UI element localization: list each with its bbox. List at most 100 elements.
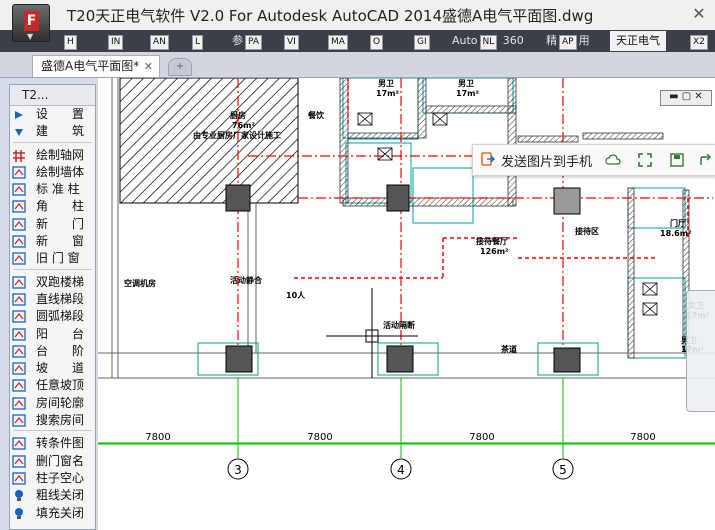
window-close-button[interactable]: ✕ bbox=[692, 4, 706, 23]
palette-item[interactable]: 删门窗名 bbox=[10, 453, 95, 470]
new-tab-button[interactable]: + bbox=[168, 58, 192, 76]
keytip-badge: GI bbox=[414, 35, 430, 50]
arrow-right-icon bbox=[15, 111, 23, 119]
save-icon[interactable] bbox=[669, 152, 685, 168]
palette-item[interactable]: 圆弧梯段 bbox=[10, 308, 95, 325]
room-outline-icon bbox=[12, 397, 26, 410]
ramp-icon bbox=[12, 362, 26, 375]
ribbon-tab-label: 精 bbox=[546, 34, 557, 47]
keytip-badge: PA bbox=[245, 35, 263, 50]
hollow-column-icon bbox=[12, 472, 26, 485]
palette-item[interactable]: 绘制轴网 bbox=[10, 147, 95, 164]
document-tab-bar: 盛德A电气平面图* ✕ + bbox=[0, 52, 715, 78]
palette-item[interactable]: 粗线关闭 bbox=[10, 487, 95, 504]
steps-icon bbox=[12, 345, 26, 358]
fullscreen-icon[interactable] bbox=[637, 152, 653, 168]
palette-item[interactable]: 任意坡顶 bbox=[10, 377, 95, 394]
keytip-badge: O bbox=[370, 35, 384, 50]
ribbon-tab-label: Auto bbox=[452, 34, 478, 47]
axis-bubble-5 bbox=[552, 458, 574, 480]
kitchen-hatch bbox=[120, 78, 298, 203]
close-tab-icon[interactable]: ✕ bbox=[143, 60, 153, 73]
ribbon-tab-3[interactable]: AN bbox=[148, 32, 171, 50]
palette-item[interactable]: 填充关闭 bbox=[10, 505, 95, 522]
hatch-note: 由专业厨房厂家设计施工 bbox=[193, 130, 281, 140]
palette-item-label: 直线梯段 bbox=[36, 291, 85, 306]
palette-item[interactable]: 柱子空心 bbox=[10, 470, 95, 487]
palette-separator bbox=[13, 141, 92, 146]
palette-item[interactable]: 绘制墙体 bbox=[10, 164, 95, 181]
palette-item[interactable]: 新 窗 bbox=[10, 233, 95, 250]
palette-item-label: 新 门 bbox=[36, 216, 85, 231]
palette-item-label: 任意坡顶 bbox=[36, 378, 85, 393]
palette-header[interactable]: T2... bbox=[10, 85, 95, 106]
ribbon-tab-1[interactable]: H bbox=[62, 32, 79, 50]
straight-stair-icon bbox=[12, 293, 26, 306]
keytip-badge: H bbox=[64, 35, 77, 50]
room-label: 餐饮 bbox=[307, 110, 325, 120]
ribbon-tab-13[interactable]: X2 bbox=[688, 32, 710, 50]
palette-item[interactable]: 搜索房间 bbox=[10, 412, 95, 429]
share-icon[interactable] bbox=[698, 152, 714, 168]
door-icon bbox=[12, 218, 26, 231]
file-name: 盛德A电气平面图.dwg bbox=[442, 7, 594, 25]
room-area: 18.6m² bbox=[660, 229, 692, 238]
palette-item[interactable]: 标 准 柱 bbox=[10, 181, 95, 198]
keytip-badge: AN bbox=[150, 35, 169, 50]
palette-separator bbox=[13, 430, 92, 434]
floor-plan-drawing: 3 4 5 7800 7800 7800 7800 厨房 76m² 由专业厨房厂… bbox=[98, 78, 715, 480]
room-area: 76m² bbox=[232, 121, 255, 130]
keytip-badge: IN bbox=[108, 35, 124, 50]
phone-send-icon[interactable] bbox=[481, 152, 495, 166]
ribbon-tab-6[interactable]: VI bbox=[282, 32, 301, 50]
palette-item[interactable]: 台 阶 bbox=[10, 343, 95, 360]
ribbon-tab-9[interactable]: GI bbox=[412, 32, 432, 50]
palette-item-label: 双跑楼梯 bbox=[36, 274, 85, 289]
cloud-icon[interactable] bbox=[605, 152, 621, 168]
palette-separator bbox=[13, 268, 92, 273]
send-to-phone-button[interactable]: 发送图片到手机 bbox=[501, 155, 593, 170]
palette-item[interactable]: 新 门 bbox=[10, 216, 95, 233]
navigation-bar[interactable] bbox=[686, 290, 715, 412]
column-block bbox=[553, 347, 581, 373]
dimension-label: 7800 bbox=[469, 432, 494, 443]
palette-item[interactable]: 旧 门 窗 bbox=[10, 250, 95, 267]
palette-item-label: 绘制墙体 bbox=[36, 164, 85, 179]
roof-icon bbox=[12, 379, 26, 393]
ribbon-tab-12[interactable]: 天正电气 bbox=[610, 31, 666, 51]
viewport-controls[interactable]: ▬ ▢ ✕ bbox=[660, 90, 712, 106]
ribbon-tab-4[interactable]: L bbox=[190, 32, 205, 50]
palette-item[interactable]: 角 柱 bbox=[10, 198, 95, 215]
palette-item[interactable]: 双跑楼梯 bbox=[10, 274, 95, 291]
room-label: 活动静合 bbox=[230, 275, 263, 285]
palette-item[interactable]: 建 筑 bbox=[10, 123, 95, 140]
ribbon-tab-7[interactable]: MA bbox=[326, 32, 350, 50]
keytip-badge: VI bbox=[284, 35, 299, 50]
palette-item[interactable]: 设 置 bbox=[10, 106, 95, 123]
dimension-label: 7800 bbox=[145, 432, 170, 443]
stairs-icon bbox=[12, 276, 26, 289]
palette-item-label: 角 柱 bbox=[36, 199, 85, 214]
room-label: 接待区 bbox=[575, 226, 599, 236]
ribbon-tab-2[interactable]: IN bbox=[106, 32, 125, 50]
ribbon-tab-8[interactable]: O bbox=[368, 32, 385, 50]
palette-item[interactable]: 坡 道 bbox=[10, 360, 95, 377]
room-area: 17m² bbox=[376, 89, 399, 98]
palette-item[interactable]: 转条件图 bbox=[10, 435, 95, 452]
room-label: 厨房 bbox=[230, 110, 246, 120]
cursor-crosshair bbox=[326, 288, 418, 378]
tab-document[interactable]: 盛德A电气平面图* ✕ bbox=[32, 55, 160, 77]
dimension-label: 7800 bbox=[307, 432, 332, 443]
search-room-icon bbox=[12, 414, 26, 427]
room-label: 门厅 bbox=[670, 218, 686, 228]
palette-item[interactable]: 阳 台 bbox=[10, 326, 95, 343]
room-label: 10人 bbox=[286, 290, 306, 300]
application-menu-button[interactable]: F ▼ bbox=[12, 4, 50, 42]
room-label: 男卫 bbox=[458, 79, 474, 88]
palette-item[interactable]: 房间轮廓 bbox=[10, 395, 95, 412]
palette-item[interactable]: 直线梯段 bbox=[10, 291, 95, 308]
